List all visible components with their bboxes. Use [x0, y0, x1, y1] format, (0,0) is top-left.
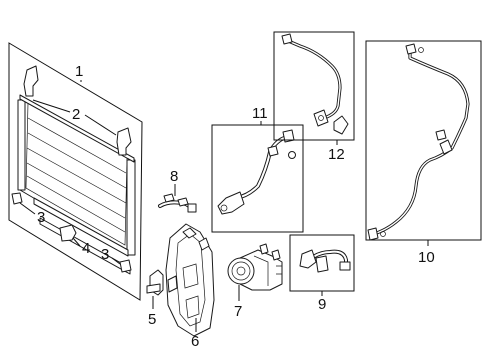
condenser-lower-rail: [33, 197, 129, 257]
callout-5: 5: [148, 311, 156, 328]
condenser-upper-bracket-right: [116, 127, 132, 156]
pipe-12: [281, 33, 349, 135]
bracket-part-5: [146, 269, 164, 296]
callout-10: 10: [418, 249, 435, 266]
hose-bracket-8: [158, 193, 197, 213]
condenser-panel-outline: [8, 42, 143, 301]
callout-9: 9: [318, 296, 326, 313]
air-guide-shroud: [165, 223, 215, 337]
callout-8: 8: [170, 168, 178, 185]
callout-2: 2: [72, 106, 80, 123]
suction-hose-oring: [288, 151, 296, 159]
condenser-upper-bracket-left: [23, 65, 39, 97]
box-11: [211, 124, 304, 233]
condenser-mount-left: [11, 192, 23, 205]
condenser-left-tank: [17, 99, 26, 191]
box-10: [365, 40, 482, 241]
condenser-seal: [59, 224, 77, 242]
callout-12: 12: [328, 146, 345, 163]
compressor: [227, 243, 283, 291]
callout-11: 11: [252, 105, 268, 122]
box-12: [273, 31, 355, 141]
callout-4: 4: [82, 240, 90, 257]
condenser-group: [8, 42, 143, 301]
receiver-drier: [126, 159, 136, 256]
callout-7: 7: [234, 303, 242, 320]
callout-6: 6: [191, 333, 199, 350]
suction-hose: [217, 129, 296, 215]
callout-3b: 3: [101, 246, 109, 263]
callout-1: 1: [75, 63, 83, 80]
callout-3a: 3: [37, 209, 45, 226]
condenser-mount-right: [119, 259, 132, 273]
pipe-10: [367, 43, 470, 241]
valve-hose-9: [299, 249, 351, 273]
